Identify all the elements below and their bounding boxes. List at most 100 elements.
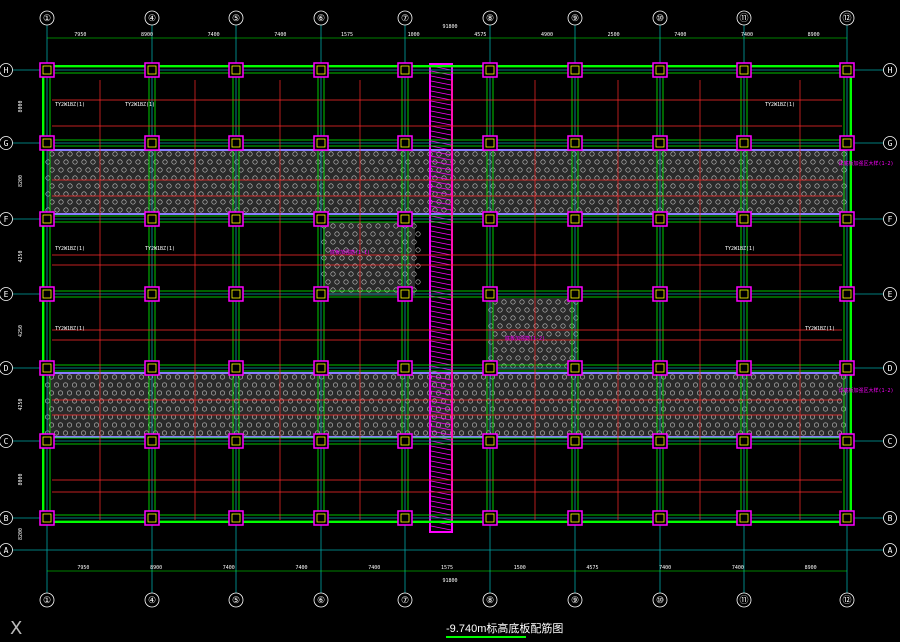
hatch-dot — [561, 374, 567, 380]
hatch-dot — [193, 183, 199, 189]
hatch-dot — [157, 406, 163, 412]
hatch-dot — [180, 159, 186, 165]
hatch-dot — [300, 390, 306, 396]
hatch-dot — [334, 247, 340, 253]
bottom-span-dimension: 8900 — [150, 565, 162, 571]
hatch-dot — [417, 390, 423, 396]
hatch-dot — [543, 374, 549, 380]
hatch-dot — [90, 382, 96, 388]
hatch-dot — [530, 430, 536, 436]
hatch-dot — [265, 199, 271, 205]
hatch-dot — [198, 398, 204, 404]
hatch-dot — [719, 382, 725, 388]
hatch-dot — [431, 430, 437, 436]
hatch-dot — [522, 159, 528, 165]
hatch-dot — [243, 159, 249, 165]
axis-bubble — [883, 543, 897, 557]
hatch-dot — [415, 231, 421, 237]
hatch-dot — [283, 167, 289, 173]
hatch-dot — [778, 183, 784, 189]
hatch-dot — [593, 382, 599, 388]
hatch-dot — [378, 207, 384, 213]
hatch-dot — [593, 398, 599, 404]
column — [839, 510, 855, 526]
hatch-dot — [548, 398, 554, 404]
column — [839, 433, 855, 449]
hatch-dot — [395, 398, 401, 404]
hatch-dot — [387, 207, 393, 213]
hatch-dot — [390, 406, 396, 412]
hatch-dot — [669, 390, 675, 396]
column-core — [655, 289, 665, 299]
hatch-dot — [166, 422, 172, 428]
hatch-dot — [552, 390, 558, 396]
hatch-dot — [508, 183, 514, 189]
hatch-dot — [750, 422, 756, 428]
hatch-dot — [81, 207, 87, 213]
hatch-dot — [417, 422, 423, 428]
column — [39, 510, 55, 526]
hatch-dot — [157, 390, 163, 396]
strip-hatch — [430, 525, 452, 531]
hatch-dot — [507, 406, 513, 412]
hatch-dot — [306, 207, 312, 213]
hatch-dot — [562, 183, 568, 189]
hatch-dot — [193, 390, 199, 396]
hatch-dot — [175, 199, 181, 205]
hatch-dot — [562, 151, 568, 157]
hatch-dot — [624, 406, 630, 412]
hatch-dot — [108, 382, 114, 388]
strip-hatch — [430, 395, 452, 401]
hatch-dot — [108, 207, 114, 213]
hatch-dot — [211, 199, 217, 205]
hatch-dot — [642, 406, 648, 412]
strip-hatch — [430, 145, 452, 151]
hatch-dot — [184, 183, 190, 189]
axis-bubble — [883, 511, 897, 525]
column — [39, 135, 55, 151]
strip-hatch — [430, 495, 452, 501]
column-core — [400, 513, 410, 523]
hatch-dot — [819, 159, 825, 165]
hatch-dot — [103, 390, 109, 396]
hatch-dot — [468, 159, 474, 165]
beam-label: TY2W1BZ(1) — [55, 326, 85, 332]
hatch-dot — [339, 239, 345, 245]
hatch-dot — [67, 151, 73, 157]
hatch-dot — [67, 199, 73, 205]
hatch-dot — [598, 167, 604, 173]
hatch-dot — [85, 151, 91, 157]
total-dimension: 91800 — [442, 24, 457, 30]
hatch-dot — [666, 207, 672, 213]
column-core — [570, 513, 580, 523]
hatch-dot — [769, 167, 775, 173]
hatch-dot — [346, 167, 352, 173]
hatch-dot — [463, 167, 469, 173]
hatch-dot — [535, 167, 541, 173]
strip-hatch — [430, 270, 452, 276]
hatch-dot — [193, 374, 199, 380]
hatch-dot — [519, 315, 525, 321]
hatch-dot — [515, 307, 521, 313]
hatch-dot — [696, 390, 702, 396]
hatch-dot — [724, 151, 730, 157]
hatch-dot — [499, 199, 505, 205]
hatch-dot — [720, 207, 726, 213]
hatch-dot — [330, 255, 336, 261]
hatch-dot — [121, 183, 127, 189]
hatch-dot — [696, 374, 702, 380]
hatch-dot — [238, 390, 244, 396]
hatch-dot — [67, 167, 73, 173]
hatch-dot — [112, 183, 118, 189]
hatch-dot — [720, 159, 726, 165]
column-core — [570, 65, 580, 75]
column-core — [400, 65, 410, 75]
column — [567, 211, 583, 227]
hatch-dot — [755, 398, 761, 404]
hatch-dot — [108, 398, 114, 404]
hatch-dot — [408, 406, 414, 412]
hatch-dot — [117, 382, 123, 388]
hatch-dot — [310, 167, 316, 173]
hatch-dot — [602, 382, 608, 388]
hatch-dot — [454, 167, 460, 173]
